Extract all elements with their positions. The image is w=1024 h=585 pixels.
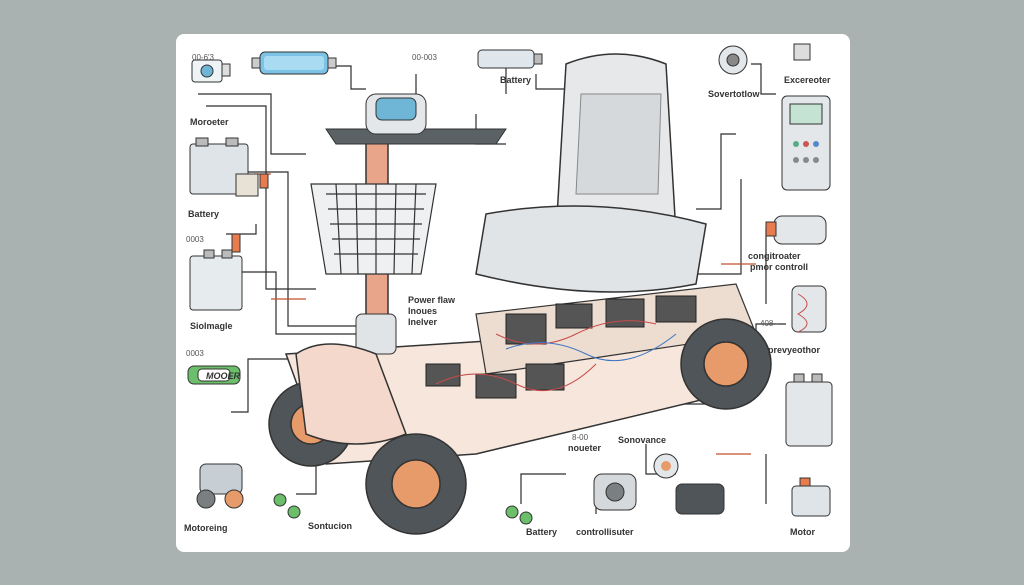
motorwing-component bbox=[196, 463, 244, 509]
monitor-component bbox=[191, 59, 231, 83]
label-battery-top: Battery bbox=[500, 75, 532, 85]
prevyeothor-component bbox=[791, 285, 827, 333]
label-battery-left: Battery bbox=[188, 209, 220, 219]
label-congitroater-1: congitroater bbox=[748, 251, 801, 261]
code-bottom-center: 8-00 bbox=[572, 433, 589, 442]
basket bbox=[310, 183, 437, 275]
diagram-card: 00-6'3 Moroeter Battery 0003 Siolmagle 0… bbox=[176, 34, 850, 552]
label-motor-left: MOOER bbox=[206, 371, 241, 381]
excereoter-controller bbox=[781, 95, 831, 191]
label-battery-bottom: Battery bbox=[526, 527, 558, 537]
code-top-left: 00-6'3 bbox=[192, 53, 214, 62]
label-sontucion: Sontucion bbox=[308, 521, 352, 531]
label-congitroater-2: pmor controll bbox=[750, 262, 808, 272]
label-excereoter: Excereoter bbox=[784, 75, 831, 85]
battery-bottom-component bbox=[505, 505, 533, 525]
front-fairing bbox=[295, 343, 407, 445]
label-power-flow-2: Inoues bbox=[408, 306, 438, 316]
code-right-mid: 408 - bbox=[760, 319, 779, 328]
code-top-center: 00-003 bbox=[412, 53, 437, 62]
label-monitor: Moroeter bbox=[190, 117, 229, 127]
code-left-mid: 0003 bbox=[186, 235, 204, 244]
sovertation-component bbox=[718, 43, 811, 75]
controllisuter-component bbox=[593, 453, 725, 515]
seat bbox=[475, 53, 707, 293]
motor-right-component bbox=[791, 477, 831, 517]
wheels bbox=[268, 318, 772, 535]
label-sovertation: Sovertotlow bbox=[708, 89, 760, 99]
scooter-diagram bbox=[187, 43, 833, 535]
label-motorwing: Motoreing bbox=[184, 523, 228, 533]
label-power-flow-1: Power flaw bbox=[408, 295, 456, 305]
label-sonovance: Sonovance bbox=[618, 435, 667, 445]
label-noveter: noueter bbox=[568, 443, 602, 453]
label-controllisuter: controllisuter bbox=[576, 527, 634, 537]
label-power-flow-3: Inelver bbox=[408, 317, 438, 327]
battery-right-component bbox=[785, 373, 833, 447]
fuse-cylinder bbox=[251, 51, 337, 75]
scooter-body bbox=[284, 283, 757, 465]
label-motor-right: Motor bbox=[790, 527, 815, 537]
code-left-low: 0003 bbox=[186, 349, 204, 358]
battery-top-component bbox=[477, 49, 543, 69]
label-prevyeothor: prevyeothor bbox=[768, 345, 821, 355]
solenoid-component bbox=[189, 233, 243, 311]
motor-left-component bbox=[187, 365, 241, 385]
label-solenoid: Siolmagle bbox=[190, 321, 233, 331]
congitroater-component bbox=[765, 215, 827, 245]
sontucion-component bbox=[273, 493, 301, 519]
battery-left-component bbox=[189, 137, 269, 197]
